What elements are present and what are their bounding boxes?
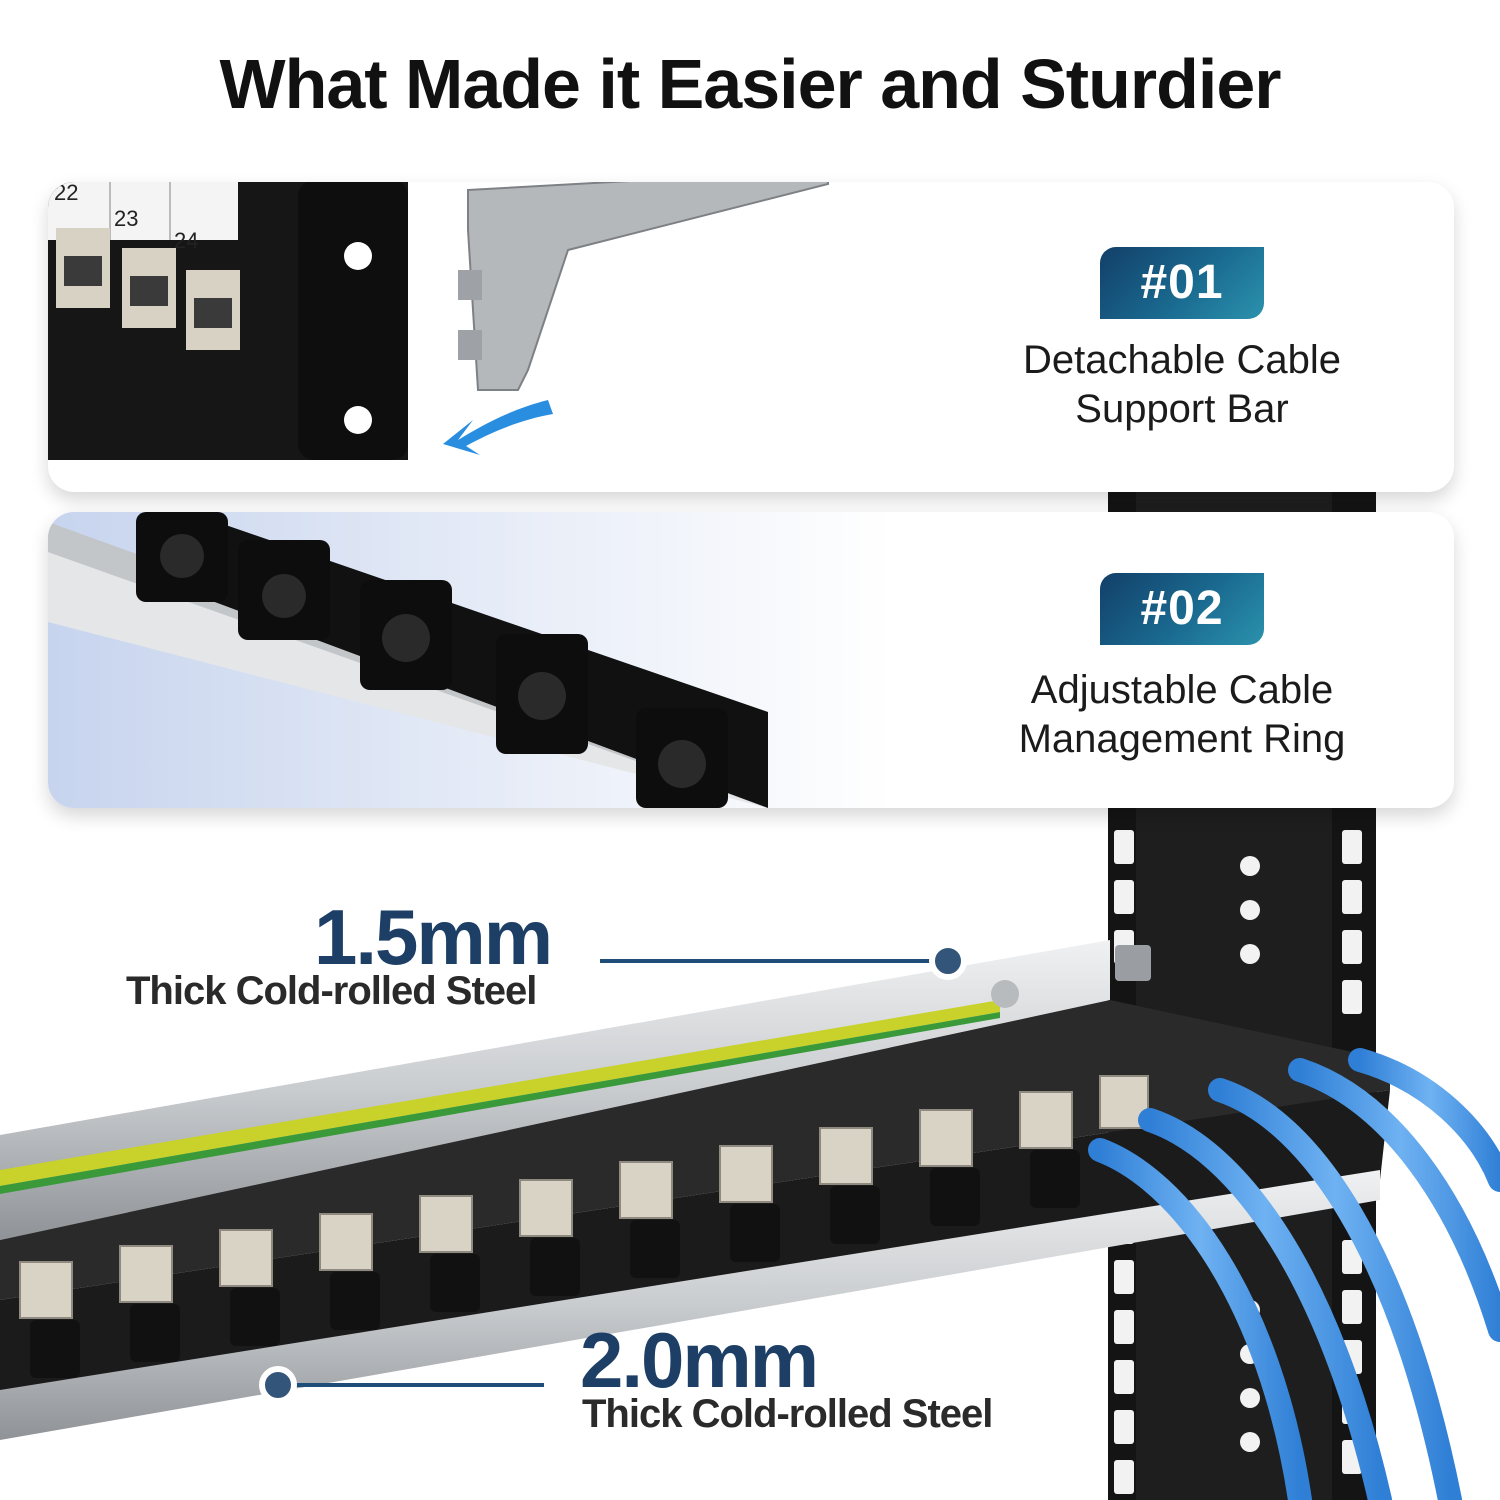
page-title: What Made it Easier and Sturdier	[219, 45, 1282, 123]
arrow-left-icon	[443, 400, 553, 455]
patch-panel	[0, 940, 1500, 1500]
management-ring-illustration	[48, 512, 768, 808]
feature-label-1-line2: Support Bar	[1075, 387, 1289, 431]
port-number-24: 24	[174, 228, 198, 253]
port-number-23: 23	[114, 206, 138, 231]
spec-1-description: Thick Cold-rolled Steel	[126, 969, 537, 1013]
feature-label-2-line2: Management Ring	[1018, 717, 1346, 761]
spec-leader-lines	[259, 942, 967, 1404]
spec-2-description: Thick Cold-rolled Steel	[582, 1392, 993, 1436]
feature-label-2: Adjustable Cable Management Ring	[962, 666, 1402, 764]
feature-label-2-line1: Adjustable Cable	[1030, 668, 1334, 712]
feature-label-1: Detachable Cable Support Bar	[962, 336, 1402, 434]
port-number-22: 22	[54, 182, 78, 205]
feature-card-1: 22 23 24	[48, 182, 1454, 492]
spec-1-value: 1.5mm	[314, 893, 553, 981]
feature-badge-2: #02	[1100, 573, 1264, 645]
spec-2-value: 2.0mm	[580, 1316, 819, 1404]
feature-badge-1: #01	[1100, 247, 1264, 319]
support-bar-illustration: 22 23 24	[48, 182, 829, 460]
feature-label-1-line1: Detachable Cable	[1023, 338, 1341, 382]
feature-card-2	[48, 512, 1454, 808]
